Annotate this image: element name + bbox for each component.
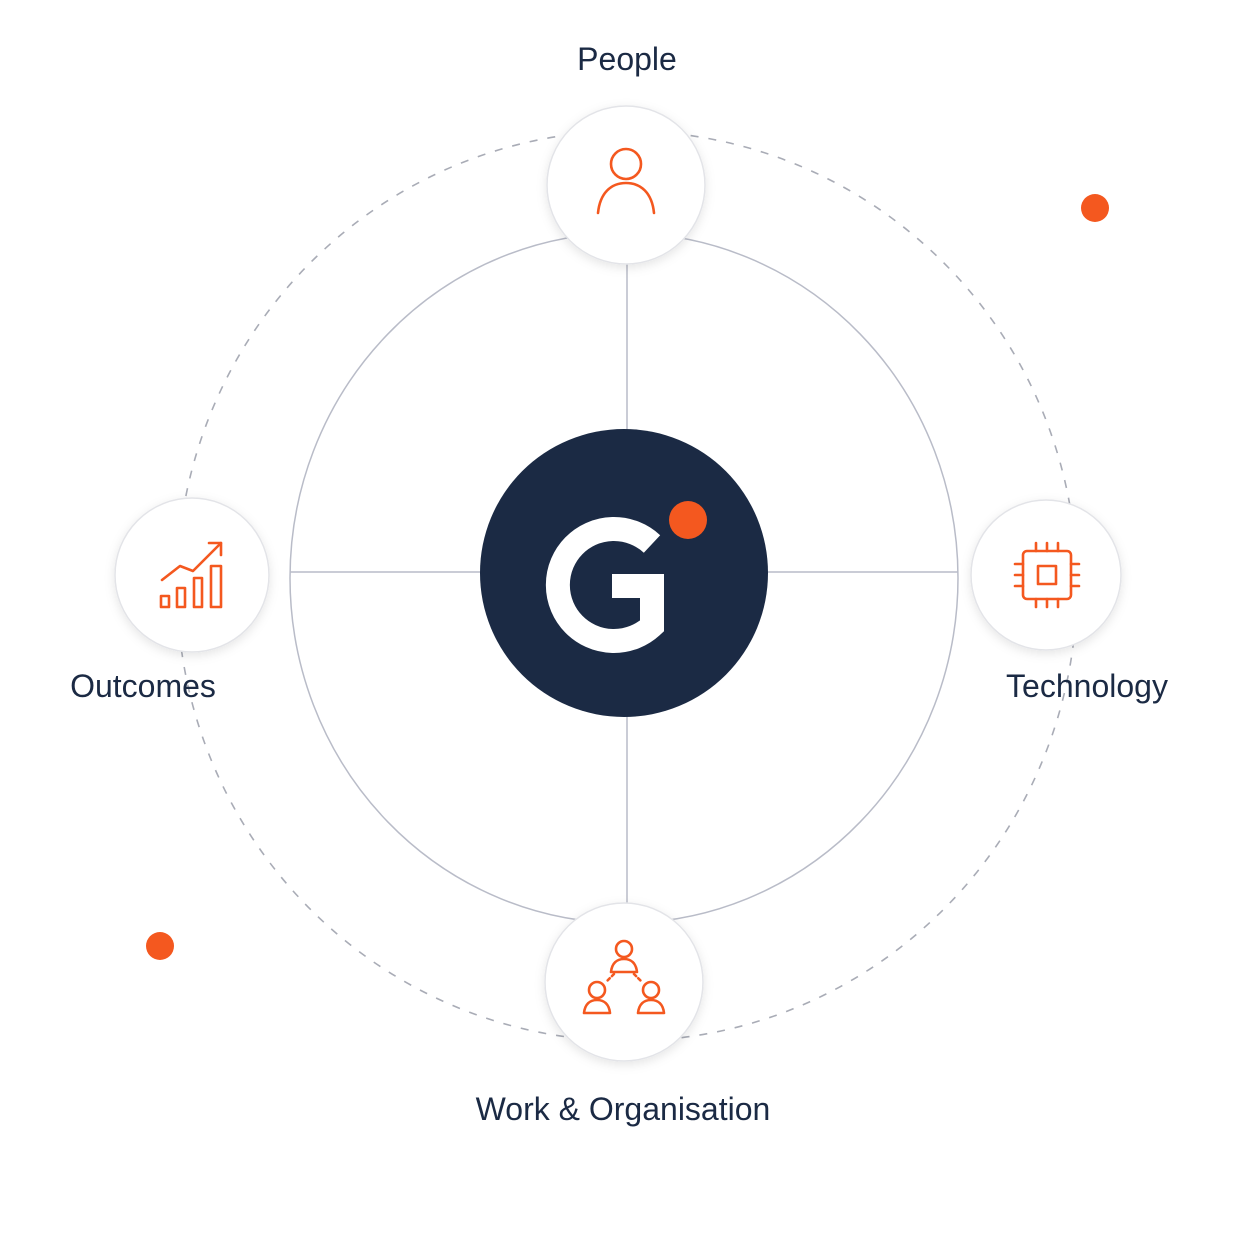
label-work-organisation: Work & Organisation xyxy=(476,1091,771,1127)
decor-dot-bottom-left xyxy=(146,932,174,960)
growth-chart-icon xyxy=(159,541,223,609)
label-technology: Technology xyxy=(1006,668,1168,704)
node-work-organisation[interactable] xyxy=(544,902,704,1062)
decor-dot-top-right xyxy=(1081,194,1109,222)
person-icon xyxy=(596,147,656,215)
logo-accent-dot xyxy=(669,501,707,539)
center-logo: G xyxy=(480,429,768,717)
label-outcomes: Outcomes xyxy=(70,668,216,704)
node-technology[interactable] xyxy=(970,499,1122,651)
label-people: People xyxy=(577,41,677,77)
node-outcomes[interactable] xyxy=(114,497,270,653)
chip-icon xyxy=(1013,541,1081,609)
node-people[interactable] xyxy=(546,105,706,265)
org-chart-icon xyxy=(582,939,666,1015)
